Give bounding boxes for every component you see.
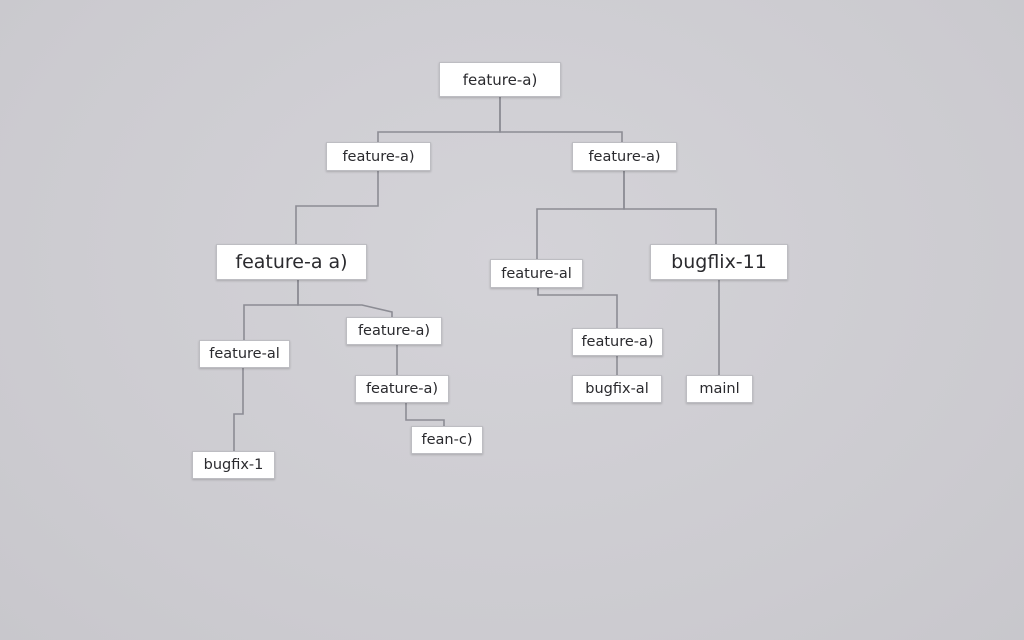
edge-n3-n6 — [243, 280, 299, 340]
branch-node-feature-a-right-2[interactable]: feature-a) — [572, 328, 663, 356]
branch-node-feature-al-right[interactable]: feature-al — [490, 259, 583, 288]
edge-n2-n5 — [623, 171, 717, 244]
edge-n8-n12 — [405, 403, 445, 426]
edge-n4-n9 — [537, 288, 618, 328]
branch-node-feature-al-left[interactable]: feature-al — [199, 340, 290, 368]
edge-n0-n1 — [377, 97, 501, 142]
branch-node-bugfix-al[interactable]: bugfix-al — [572, 375, 662, 403]
edge-n2-n4 — [536, 171, 625, 259]
branch-node-feature-a-root[interactable]: feature-a) — [439, 62, 561, 97]
branch-node-bugfix-1[interactable]: bugfix-1 — [192, 451, 275, 479]
branch-node-mainl[interactable]: mainl — [686, 375, 753, 403]
edge-n6-n13 — [233, 368, 244, 451]
branch-node-fean-c[interactable]: fean-c) — [411, 426, 483, 454]
edge-n0-n2 — [499, 97, 623, 142]
branch-node-feature-a-mid-2[interactable]: feature-a) — [355, 375, 449, 403]
branch-node-feature-a-right[interactable]: feature-a) — [572, 142, 677, 171]
branch-node-feature-a-a[interactable]: feature-a a) — [216, 244, 367, 280]
edge-n3-n7 — [297, 280, 393, 317]
branch-node-bugflix-11[interactable]: bugflix-11 — [650, 244, 788, 280]
branch-node-feature-a-mid-1[interactable]: feature-a) — [346, 317, 442, 345]
branch-node-feature-a-left[interactable]: feature-a) — [326, 142, 431, 171]
edge-n1-n3 — [295, 171, 379, 244]
